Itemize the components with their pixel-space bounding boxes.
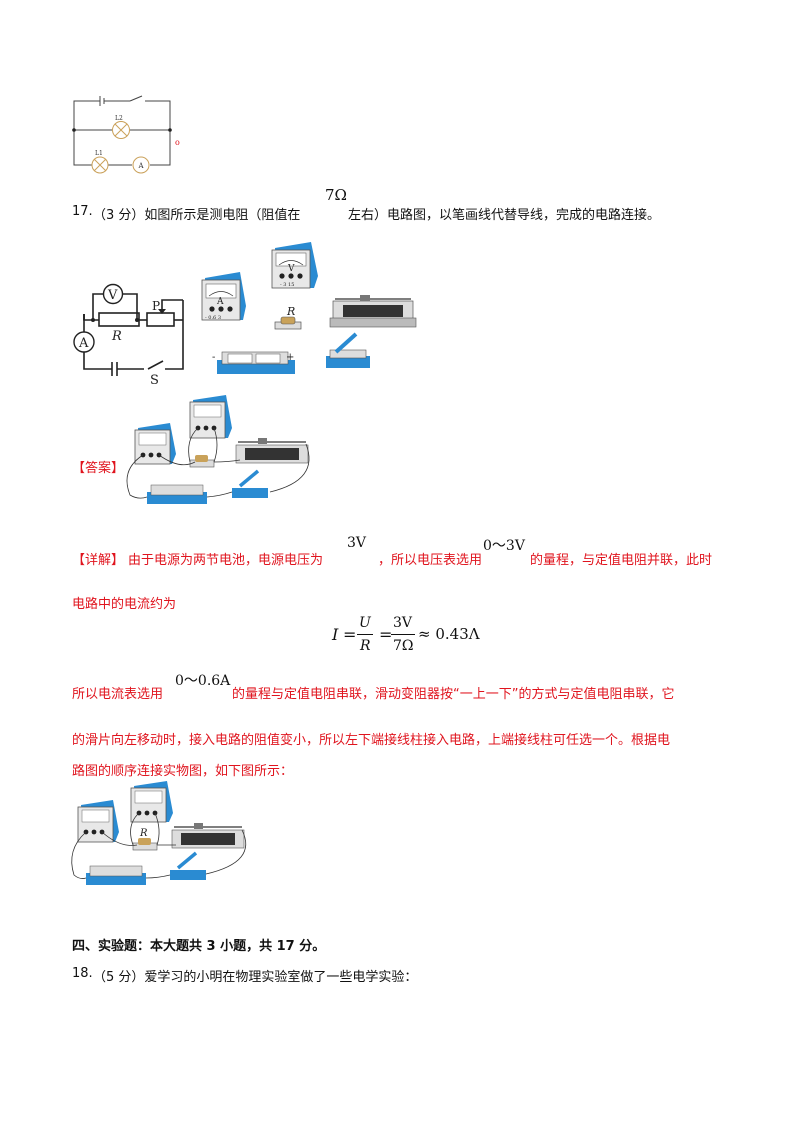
ammeter-symbol-icon	[73, 331, 95, 353]
q18-text: （5 分）爱学习的小明在物理实验室做了一些电学实验：	[93, 970, 418, 985]
explain-resistor-icon: R	[132, 828, 158, 851]
answer-switch-icon	[232, 469, 268, 498]
eq-equals: =	[343, 625, 357, 644]
rheostat-device-icon	[329, 295, 417, 328]
eq-fraction-bar-1	[357, 634, 373, 635]
svg-text:- 0.6 3: - 0.6 3	[205, 315, 221, 321]
explain-ammeter-icon	[77, 800, 119, 843]
explain-voltmeter-icon	[130, 781, 173, 823]
battery-pack-device-icon: - +	[212, 351, 295, 374]
explain-voltage: 3V	[347, 535, 367, 551]
answer-resistor-icon	[189, 455, 215, 468]
explain-rheostat-icon	[171, 823, 245, 849]
switch-device-icon	[326, 332, 370, 368]
apparatus-illustration: A - 0.6 3 V - 3 15 R - +	[201, 242, 417, 374]
explain-line5: 路图的顺序连接实物图，如下图所示：	[72, 764, 294, 779]
answer-connected-apparatus	[126, 395, 310, 504]
voltmeter-device-icon: V - 3 15	[271, 242, 318, 289]
svg-text:-: -	[212, 352, 215, 363]
voltmeter-symbol-icon	[102, 283, 124, 305]
eq-equals-2: =	[379, 625, 393, 644]
answer-rheostat-icon	[235, 438, 309, 464]
q18-number: 18.	[72, 966, 93, 981]
explain-line1-b: ，所以电压表选用	[378, 553, 483, 568]
eq-denominator-r: R	[360, 638, 371, 654]
explain-ammeter-range: 0～0.6A	[175, 673, 231, 689]
eq-fraction-bar-2	[391, 634, 415, 635]
explain-voltmeter-range: 0～3V	[483, 538, 525, 554]
answer-battery-icon	[147, 484, 207, 504]
svg-text:A: A	[216, 297, 224, 307]
schematic-a: A	[78, 336, 89, 351]
answer-ammeter-icon	[134, 423, 176, 465]
label-l1: L1	[95, 150, 103, 157]
svg-text:+: +	[286, 352, 294, 363]
q17-resistance-value: 7Ω	[325, 186, 347, 204]
ammeter-icon	[132, 156, 150, 174]
q17-number: 17.	[72, 204, 93, 219]
eq-result: ≈ 0.43Λ	[418, 625, 480, 643]
q17-text-post: 左右）电路图，以笔画线代替导线，完成的电路连接。	[348, 208, 661, 223]
schematic-p: P	[152, 299, 160, 313]
explain-switch-icon	[170, 851, 206, 880]
circuit-dot: o	[175, 138, 180, 147]
svg-text:- 3 15: - 3 15	[280, 282, 294, 288]
label-ammeter: A	[138, 162, 145, 170]
eq-numerator-u: U	[359, 615, 371, 631]
explain-line3-a: 所以电流表选用	[72, 687, 164, 702]
resistance-measurement-schematic: V A P R S	[73, 283, 184, 388]
explain-line1-a: 由于电源为两节电池，电源电压为	[128, 553, 324, 568]
label-l2: L2	[115, 115, 123, 122]
explain-line4: 的滑片向左移动时，接入电路的阻值变小，所以左下端接线柱接入电路，上端接线柱可任选…	[72, 733, 671, 748]
explain-connected-apparatus: R	[71, 781, 247, 885]
schematic-v: V	[107, 288, 118, 303]
answer-voltmeter-icon	[189, 395, 232, 439]
eq-numerator-3v: 3V	[393, 615, 413, 631]
svg-text:V: V	[287, 264, 295, 274]
explain-label: 【详解】	[72, 553, 125, 568]
svg-text:R: R	[286, 305, 295, 318]
eq-denominator-7ohm: 7Ω	[393, 638, 414, 654]
schematic-r: R	[111, 329, 122, 344]
explain-battery-icon	[86, 865, 146, 885]
eq-i: I	[332, 625, 339, 644]
ammeter-device-icon: A - 0.6 3	[201, 272, 246, 321]
explain-line2: 电路中的电流约为	[72, 597, 177, 612]
resistor-device-icon: R	[274, 305, 302, 330]
answer-label: 【答案】	[72, 461, 125, 476]
explain-line1-c: 的量程，与定值电阻并联，此时	[530, 553, 713, 568]
parallel-circuit-diagram: L2 L1 A o	[72, 95, 180, 174]
q17-text-pre: （3 分）如图所示是测电阻（阻值在	[93, 208, 301, 223]
explain-line3-b: 的量程与定值电阻串联，滑动变阻器按“一上一下”的方式与定值电阻串联，它	[232, 687, 675, 702]
schematic-s: S	[150, 373, 159, 388]
svg-text:R: R	[139, 828, 148, 839]
section4-title: 四、实验题：本大题共 3 小题，共 17 分。	[72, 939, 326, 954]
